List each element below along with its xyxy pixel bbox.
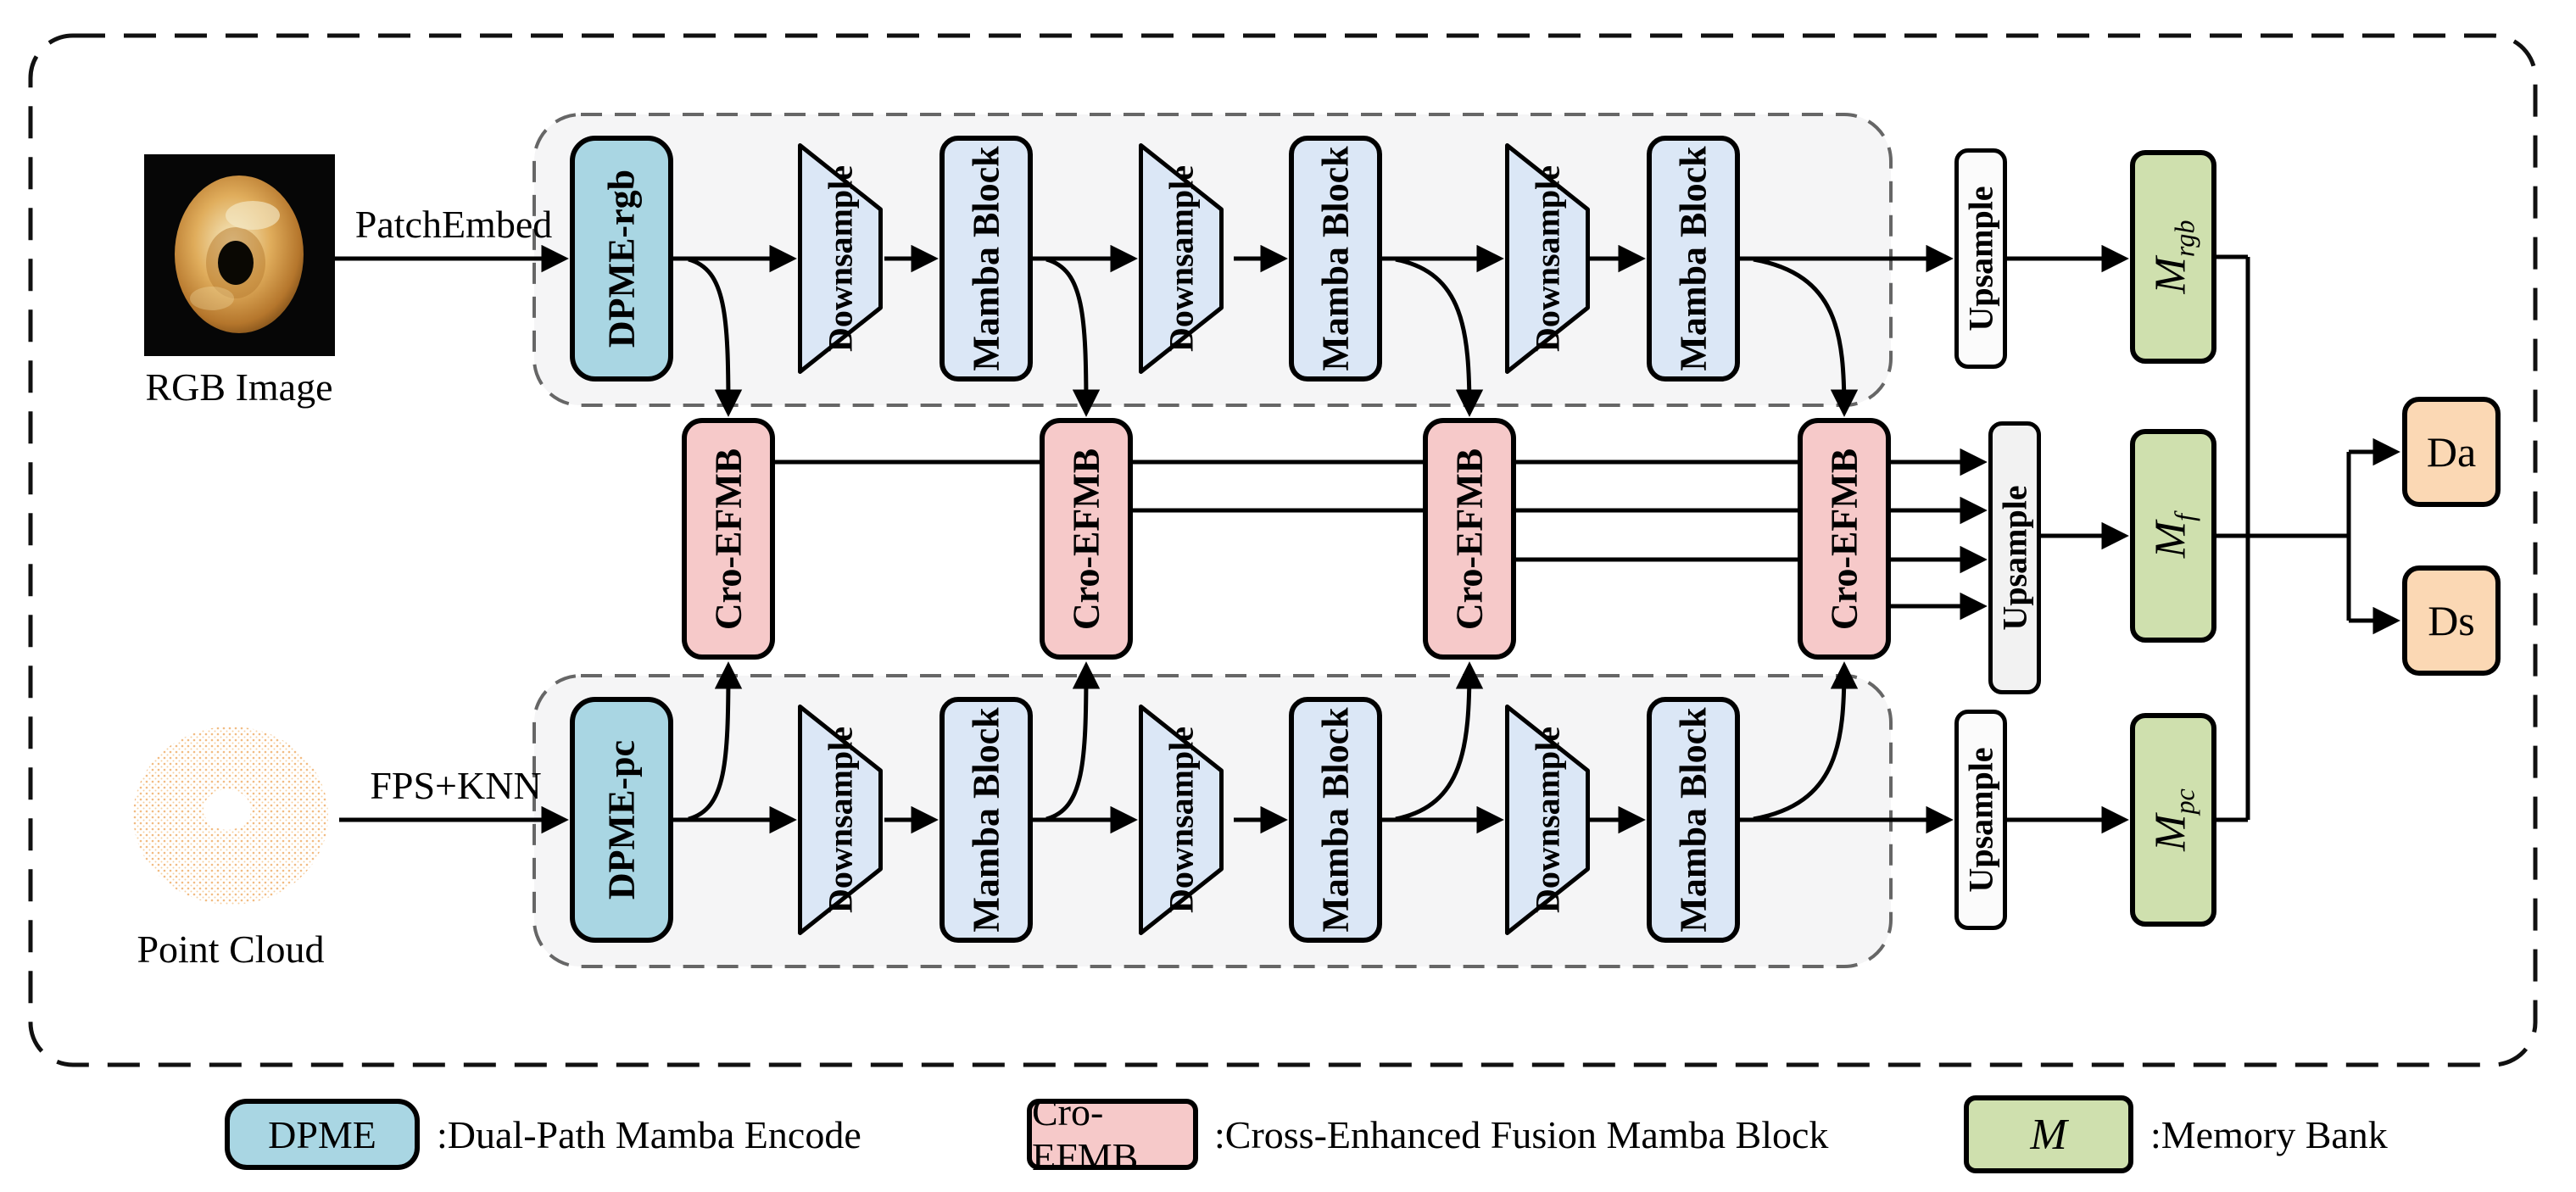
block-mamba-rgb-1: Mamba Block <box>940 136 1033 382</box>
bagel-photo-icon <box>144 154 335 356</box>
mamba-label: Mamba Block <box>1314 707 1357 933</box>
block-mamba-pc-3: Mamba Block <box>1647 697 1740 943</box>
block-downsample-rgb-2: Downsample <box>1139 143 1224 374</box>
block-dpme-rgb: DPME-rgb <box>570 136 673 382</box>
block-mamba-pc-1: Mamba Block <box>940 697 1033 943</box>
cro-efmb-label: Cro-EFMB <box>707 448 750 630</box>
downsample-trapezoid-icon <box>1139 705 1224 935</box>
downsample-label: Downsample <box>821 726 860 914</box>
downsample-label: Downsample <box>821 164 860 353</box>
downsample-trapezoid-icon <box>1505 143 1590 374</box>
mamba-label: Mamba Block <box>1672 146 1715 371</box>
downsample-trapezoid-icon <box>1505 705 1590 935</box>
block-downsample-rgb-1: Downsample <box>798 143 883 374</box>
mamba-label: Mamba Block <box>965 707 1007 933</box>
block-memory-rgb: Mrgb <box>2130 150 2216 364</box>
legend-cro-efmb-label: Cro-EFMB <box>1032 1090 1139 1178</box>
legend-cro-efmb-desc: :Cross-Enhanced Fusion Mamba Block <box>1214 1112 1829 1156</box>
ds-label: Ds <box>2428 597 2475 644</box>
block-downsample-pc-1: Downsample <box>798 705 883 935</box>
da-label: Da <box>2426 428 2477 476</box>
patchembed-label: PatchEmbed <box>354 203 553 246</box>
block-downsample-rgb-3: Downsample <box>1505 143 1590 374</box>
downsample-trapezoid-icon <box>1139 143 1224 374</box>
block-cro-efmb-3: Cro-EFMB <box>1423 418 1516 660</box>
block-mamba-rgb-2: Mamba Block <box>1289 136 1382 382</box>
outer-dashed-border <box>28 33 2538 1067</box>
point-cloud-caption: Point Cloud <box>137 927 325 971</box>
block-memory-fusion: Mf <box>2130 429 2216 643</box>
block-cro-efmb-1: Cro-EFMB <box>682 418 775 660</box>
upsample-label: Upsample <box>1961 747 2000 893</box>
rgb-image-caption: RGB Image <box>145 365 333 409</box>
block-downsample-pc-3: Downsample <box>1505 705 1590 935</box>
block-upsample-fusion: Upsample <box>1988 421 2041 694</box>
block-ds-output: Ds <box>2402 565 2501 676</box>
cro-efmb-label: Cro-EFMB <box>1065 448 1107 630</box>
block-cro-efmb-2: Cro-EFMB <box>1040 418 1133 660</box>
dpme-pc-label: DPME-pc <box>600 739 643 900</box>
block-cro-efmb-4: Cro-EFMB <box>1798 418 1891 660</box>
mamba-label: Mamba Block <box>965 146 1007 371</box>
block-upsample-rgb: Upsample <box>1954 148 2007 369</box>
block-dpme-pc: DPME-pc <box>570 697 673 943</box>
dpme-rgb-label: DPME-rgb <box>600 169 643 348</box>
legend-cro-efmb-box: Cro-EFMB <box>1027 1090 1198 1178</box>
block-mamba-rgb-3: Mamba Block <box>1647 136 1740 382</box>
legend-memory-label: M <box>2030 1110 2067 1159</box>
downsample-label: Downsample <box>1528 164 1567 353</box>
downsample-label: Downsample <box>1528 726 1567 914</box>
downsample-label: Downsample <box>1162 726 1201 914</box>
legend-memory-desc: :Memory Bank <box>2150 1112 2388 1156</box>
upsample-label: Upsample <box>1995 485 2034 631</box>
downsample-trapezoid-icon <box>798 705 883 935</box>
legend-dpme-label: DPME <box>268 1112 376 1156</box>
mamba-label: Mamba Block <box>1314 146 1357 371</box>
point-cloud-icon <box>133 727 329 905</box>
cro-efmb-label: Cro-EFMB <box>1823 448 1865 630</box>
rgb-image <box>144 154 335 360</box>
memory-pc-label: Mpc <box>2146 788 2200 851</box>
block-memory-pc: Mpc <box>2130 713 2216 927</box>
downsample-trapezoid-icon <box>798 143 883 374</box>
downsample-label: Downsample <box>1162 164 1201 353</box>
point-cloud-image <box>127 721 335 916</box>
legend-dpme-box: DPME <box>225 1099 420 1170</box>
fps-knn-label: FPS+KNN <box>370 764 542 807</box>
cro-efmb-label: Cro-EFMB <box>1448 448 1491 630</box>
memory-f-label: Mf <box>2146 513 2200 559</box>
mamba-label: Mamba Block <box>1672 707 1715 933</box>
block-downsample-pc-2: Downsample <box>1139 705 1224 935</box>
block-upsample-pc: Upsample <box>1954 710 2007 930</box>
upsample-label: Upsample <box>1961 186 2000 331</box>
block-da-output: Da <box>2402 397 2501 507</box>
block-mamba-pc-2: Mamba Block <box>1289 697 1382 943</box>
legend-memory-box: M <box>1964 1095 2133 1173</box>
memory-rgb-label: Mrgb <box>2146 220 2200 294</box>
legend-dpme-desc: :Dual-Path Mamba Encode <box>437 1112 861 1156</box>
